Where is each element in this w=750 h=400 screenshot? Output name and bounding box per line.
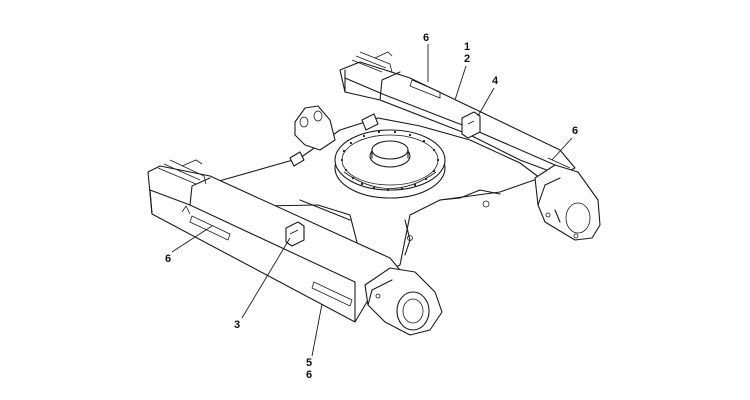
leader-lines: [171, 44, 573, 357]
callout-1: 1: [464, 41, 470, 53]
callout-4: 4: [492, 75, 499, 87]
callout-6-bottom: 6: [306, 369, 312, 381]
callout-6-left: 6: [165, 253, 171, 265]
callout-6-top: 6: [423, 32, 429, 44]
callout-3: 3: [234, 319, 240, 331]
right-idler-housing: [534, 164, 601, 241]
ring-bolts: [340, 130, 440, 192]
swing-bearing-ring: [334, 129, 446, 199]
callout-2: 2: [464, 53, 470, 65]
callout-5: 5: [306, 357, 312, 369]
callout-6-right: 6: [572, 125, 578, 137]
